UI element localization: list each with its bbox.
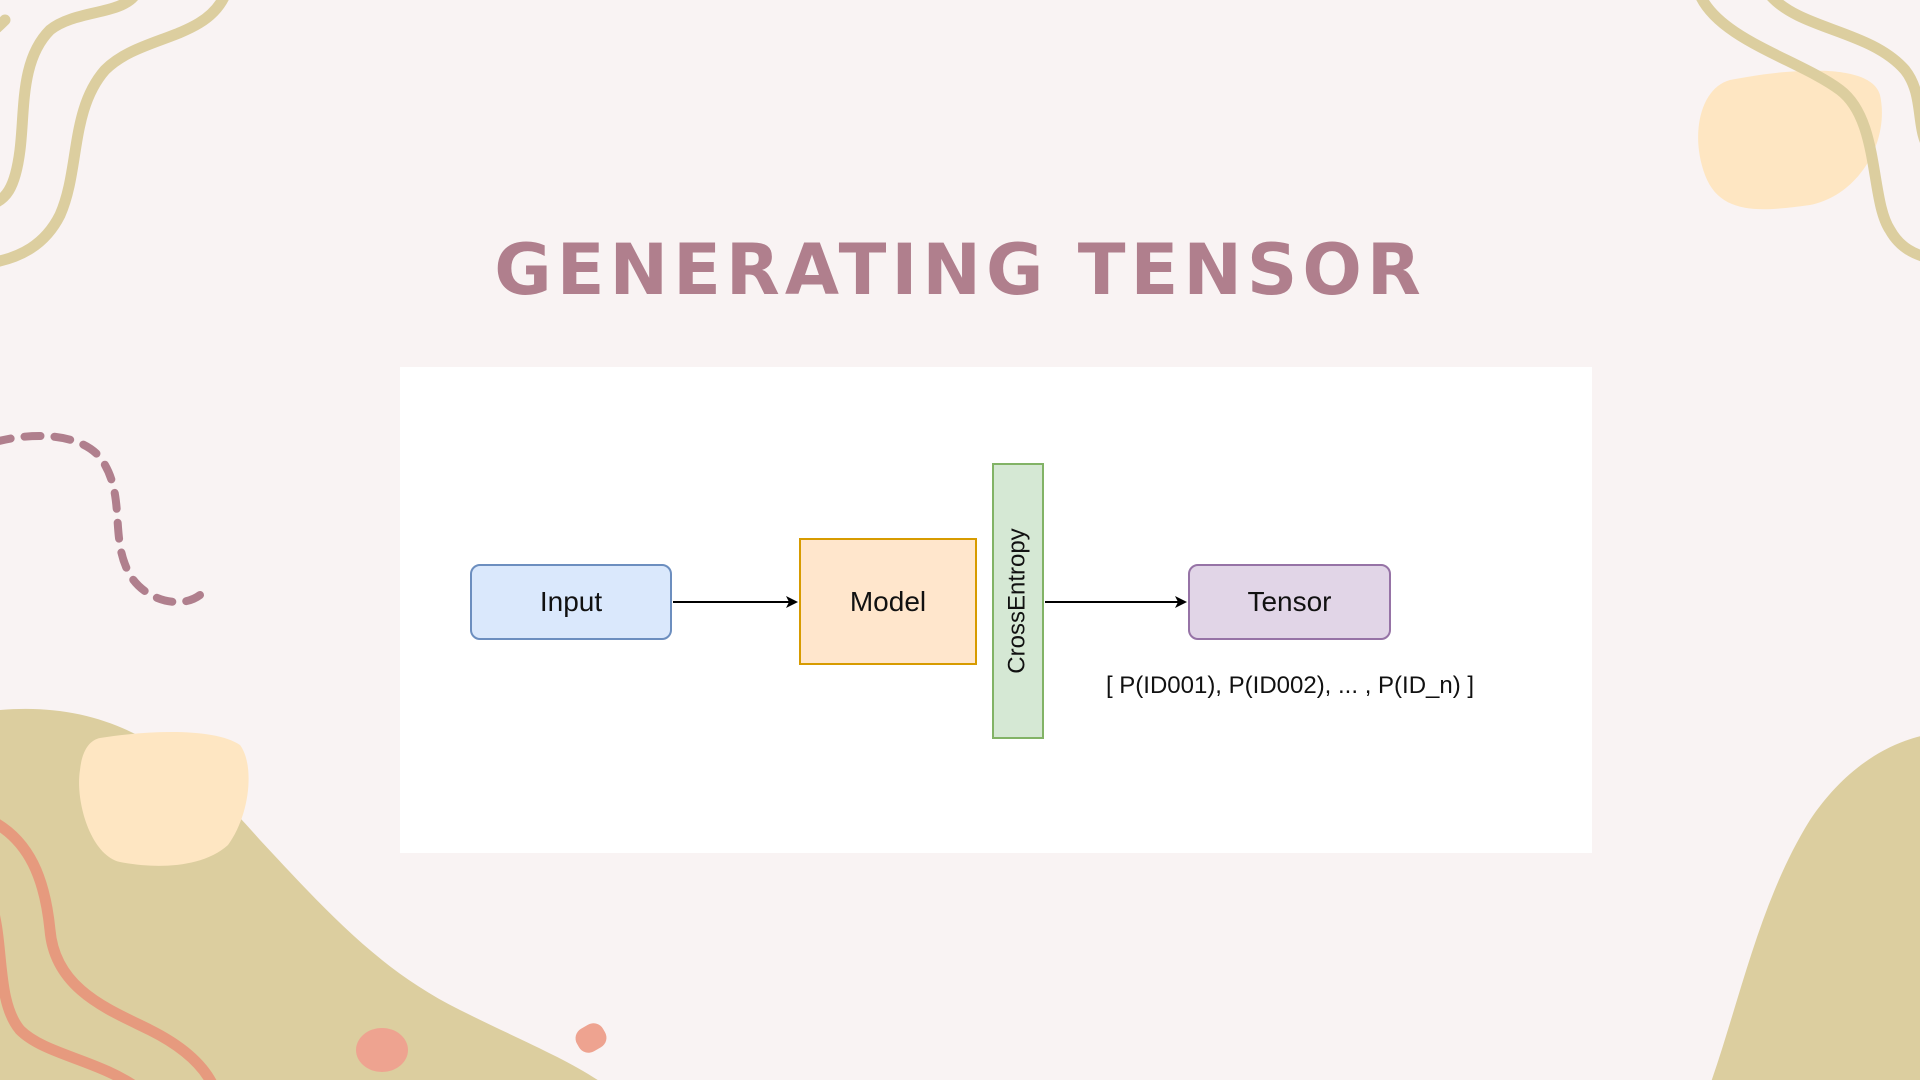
coral-dot-large [356, 1028, 408, 1072]
top-right-blob [1698, 70, 1882, 210]
top-left-wavy-lines [0, 0, 229, 267]
node-model-label: Model [849, 585, 927, 617]
bottom-left-blob [79, 732, 249, 866]
diagram-panel: Input Model CrossEntropy Tensor [ P(ID00… [400, 367, 1592, 853]
top-right-wavy-lines [1696, 0, 1920, 262]
diagram-edges [673, 596, 1187, 608]
dashed-curve [0, 431, 204, 607]
slide-title: Generating Tensor [494, 229, 1426, 311]
node-cross-entropy: CrossEntropy [992, 463, 1044, 739]
node-input-label: Input [539, 586, 603, 617]
node-tensor: Tensor [1188, 564, 1391, 640]
node-tensor-label: Tensor [1247, 586, 1332, 617]
node-model: Model [799, 538, 977, 665]
coral-dot-small [575, 1023, 607, 1053]
node-input: Input [470, 564, 672, 640]
bottom-right-hill [1711, 736, 1920, 1080]
tensor-output-caption: [ P(ID001), P(ID002), ... , P(ID_n) ] [1105, 672, 1475, 699]
bottom-left-coral-lines [0, 819, 217, 1080]
node-cross-entropy-label: CrossEntropy [1004, 528, 1032, 674]
